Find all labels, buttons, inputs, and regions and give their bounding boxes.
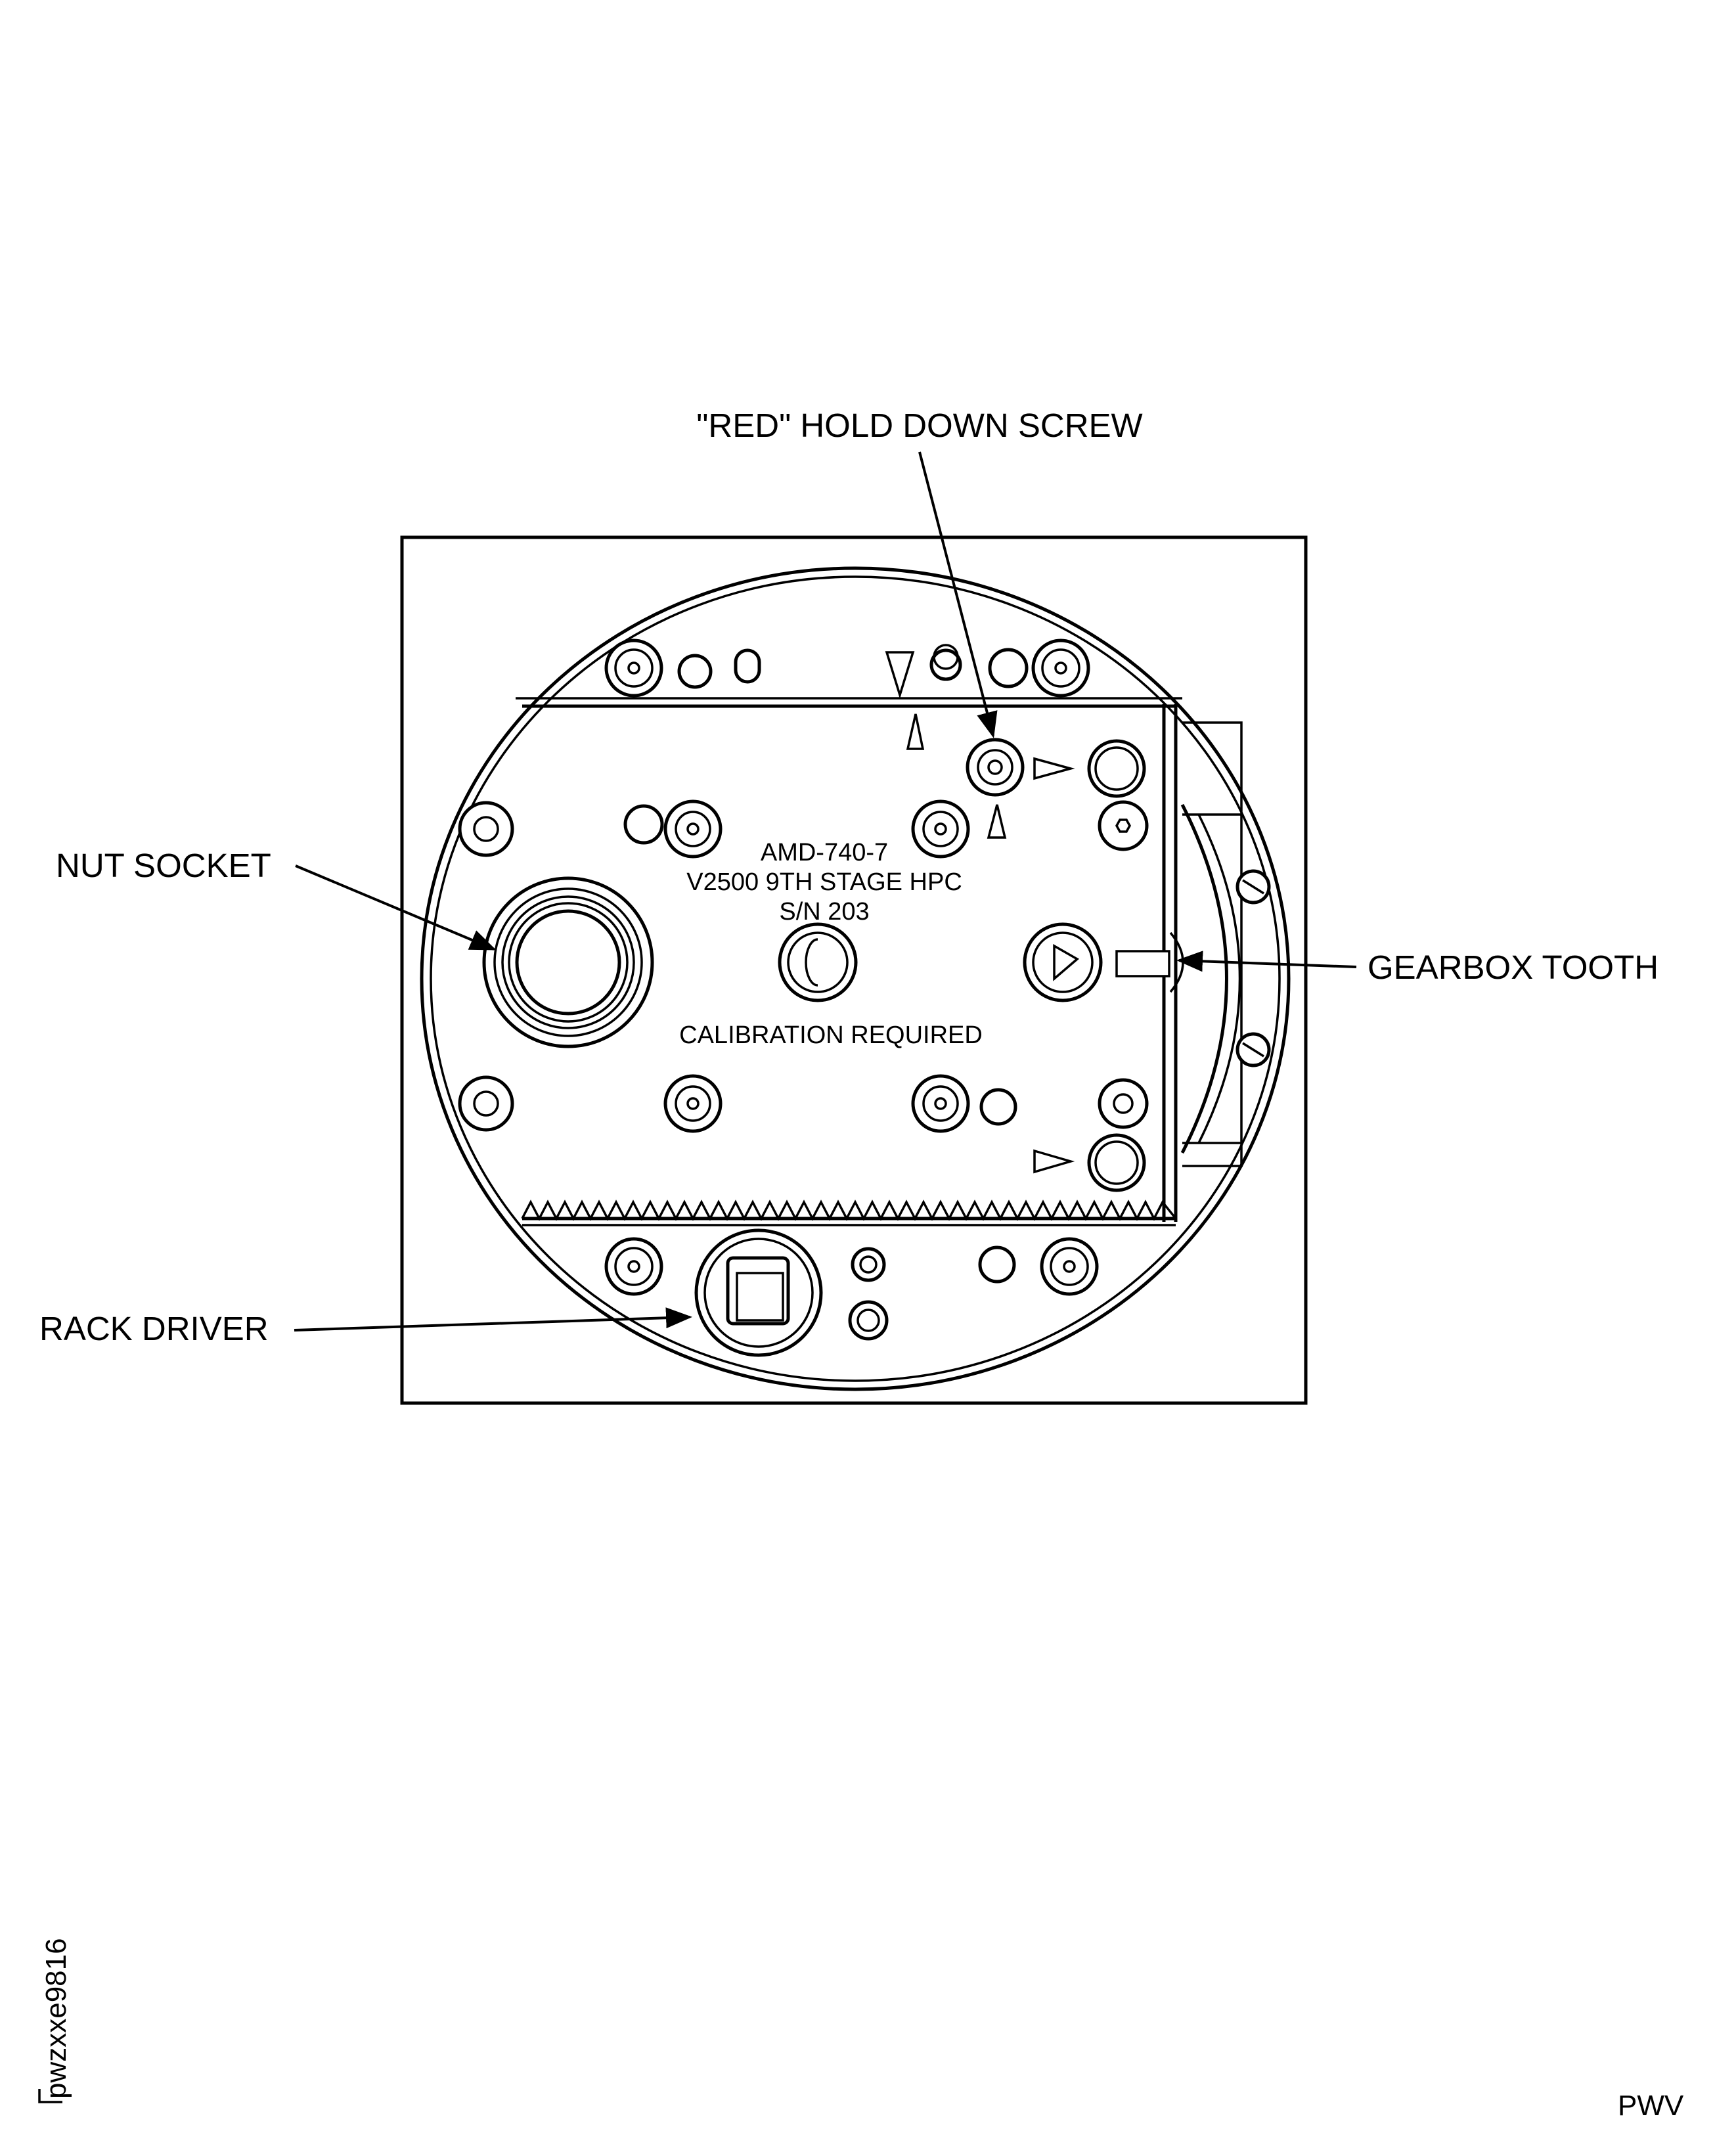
red-hold-down-screw-label: "RED" HOLD DOWN SCREW (696, 407, 1142, 444)
plate-line3: S/N 203 (779, 898, 869, 926)
gearbox-tooth-label: GEARBOX TOOTH (1368, 949, 1658, 986)
tool-body (420, 566, 1291, 1391)
frame-border (400, 535, 1308, 1405)
plate-line1: AMD-740-7 (761, 839, 888, 866)
rack-driver-leader (294, 1307, 692, 1332)
nut-socket-leader (295, 864, 497, 951)
figure-id: pwzxxe9816 (38, 1938, 72, 2103)
figure-id-text: pwzxxe9816 (40, 1938, 72, 2099)
gearbox-tooth-leader (1176, 951, 1357, 972)
plate-line2: V2500 9TH STAGE HPC (686, 868, 962, 896)
red-screw-leader (918, 451, 998, 738)
nut-socket-label: NUT SOCKET (56, 847, 271, 884)
plate-note: CALIBRATION REQUIRED (679, 1021, 983, 1049)
rack-driver-label: RACK DRIVER (39, 1310, 269, 1347)
corner-mark: PWV (1618, 2090, 1684, 2122)
